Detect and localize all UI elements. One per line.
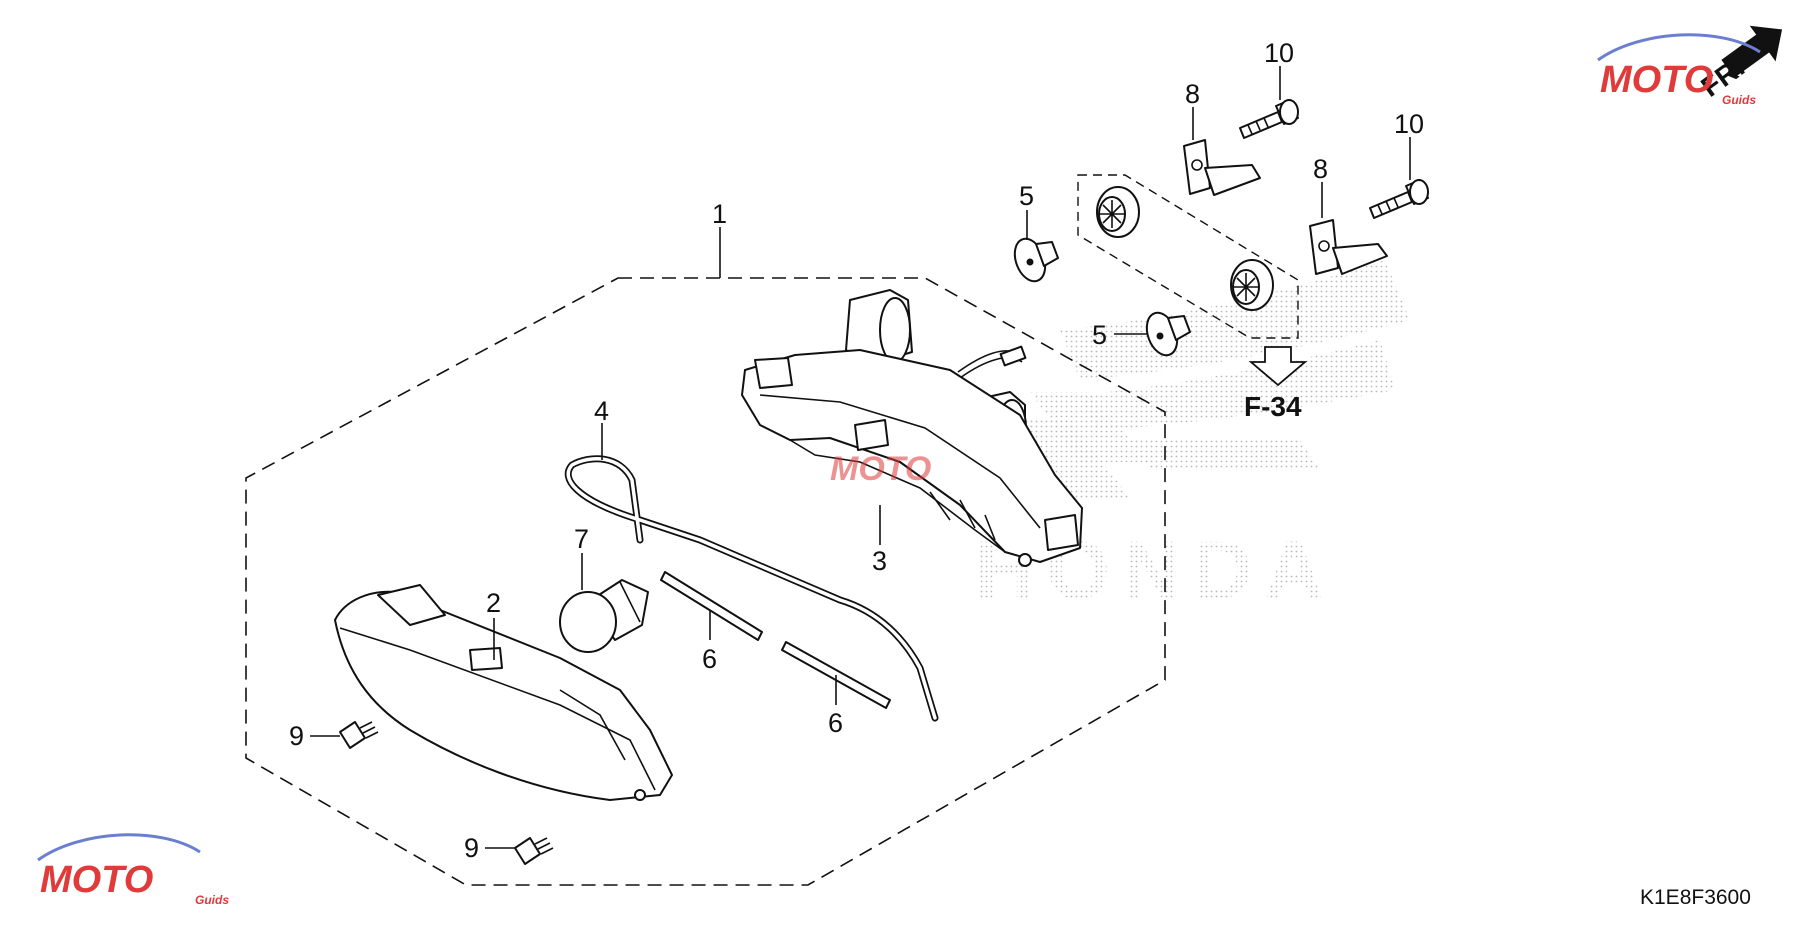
part-3-housing bbox=[741, 289, 1083, 567]
callout-8-lower: 8 bbox=[1313, 154, 1328, 184]
callout-5-lower: 5 bbox=[1092, 320, 1107, 350]
callout-4: 4 bbox=[594, 396, 609, 426]
grommet-upper bbox=[1096, 186, 1140, 238]
logo-subtext-top: Guids bbox=[1722, 93, 1756, 107]
moto-guids-logo: MOTO Guids bbox=[1597, 33, 1761, 107]
part-5-cap-lower bbox=[1145, 311, 1191, 357]
honda-watermark: HONDA bbox=[975, 260, 1410, 616]
reference-label: F-34 bbox=[1244, 391, 1302, 422]
logo-text-top: MOTO bbox=[1600, 59, 1713, 101]
callout-8-upper: 8 bbox=[1185, 79, 1200, 109]
moto-guids-logo-bottom: MOTO Guids bbox=[37, 833, 229, 907]
callout-1: 1 bbox=[712, 199, 727, 229]
part-9-screw-lower bbox=[514, 837, 554, 865]
moto-guids-logo-center: MOTO bbox=[830, 450, 931, 488]
callout-5-upper: 5 bbox=[1019, 181, 1034, 211]
logo-text-center: MOTO bbox=[830, 450, 931, 488]
callout-9-lower: 9 bbox=[464, 833, 479, 863]
part-10-bolt-upper bbox=[1239, 99, 1299, 139]
logo-text-bottom: MOTO bbox=[40, 859, 153, 901]
part-2-lens bbox=[334, 584, 673, 801]
direction-arrow-icon bbox=[1721, 25, 1783, 78]
part-8-bracket-lower bbox=[1309, 219, 1388, 275]
grommet-lower bbox=[1230, 259, 1274, 311]
callout-2: 2 bbox=[486, 588, 501, 618]
assembly-outline bbox=[245, 277, 1166, 886]
callout-7: 7 bbox=[574, 524, 589, 554]
callout-6-right: 6 bbox=[828, 708, 843, 738]
part-7-bulb bbox=[559, 579, 649, 653]
grommet-group-outline bbox=[1077, 174, 1299, 339]
callout-3: 3 bbox=[872, 546, 887, 576]
diagram-code: K1E8F3600 bbox=[1640, 886, 1751, 909]
part-10-bolt-lower bbox=[1369, 179, 1429, 219]
part-6-strips bbox=[660, 571, 891, 709]
logo-subtext-bottom: Guids bbox=[195, 893, 229, 907]
part-9-screw-upper bbox=[339, 721, 379, 749]
callout-6-left: 6 bbox=[702, 644, 717, 674]
part-8-bracket-upper bbox=[1183, 139, 1261, 196]
callout-10-lower: 10 bbox=[1394, 109, 1424, 139]
callout-10-upper: 10 bbox=[1264, 38, 1294, 68]
callout-9-upper: 9 bbox=[289, 721, 304, 751]
reference-arrow-icon bbox=[1248, 346, 1308, 387]
part-5-cap-upper bbox=[1013, 237, 1059, 283]
